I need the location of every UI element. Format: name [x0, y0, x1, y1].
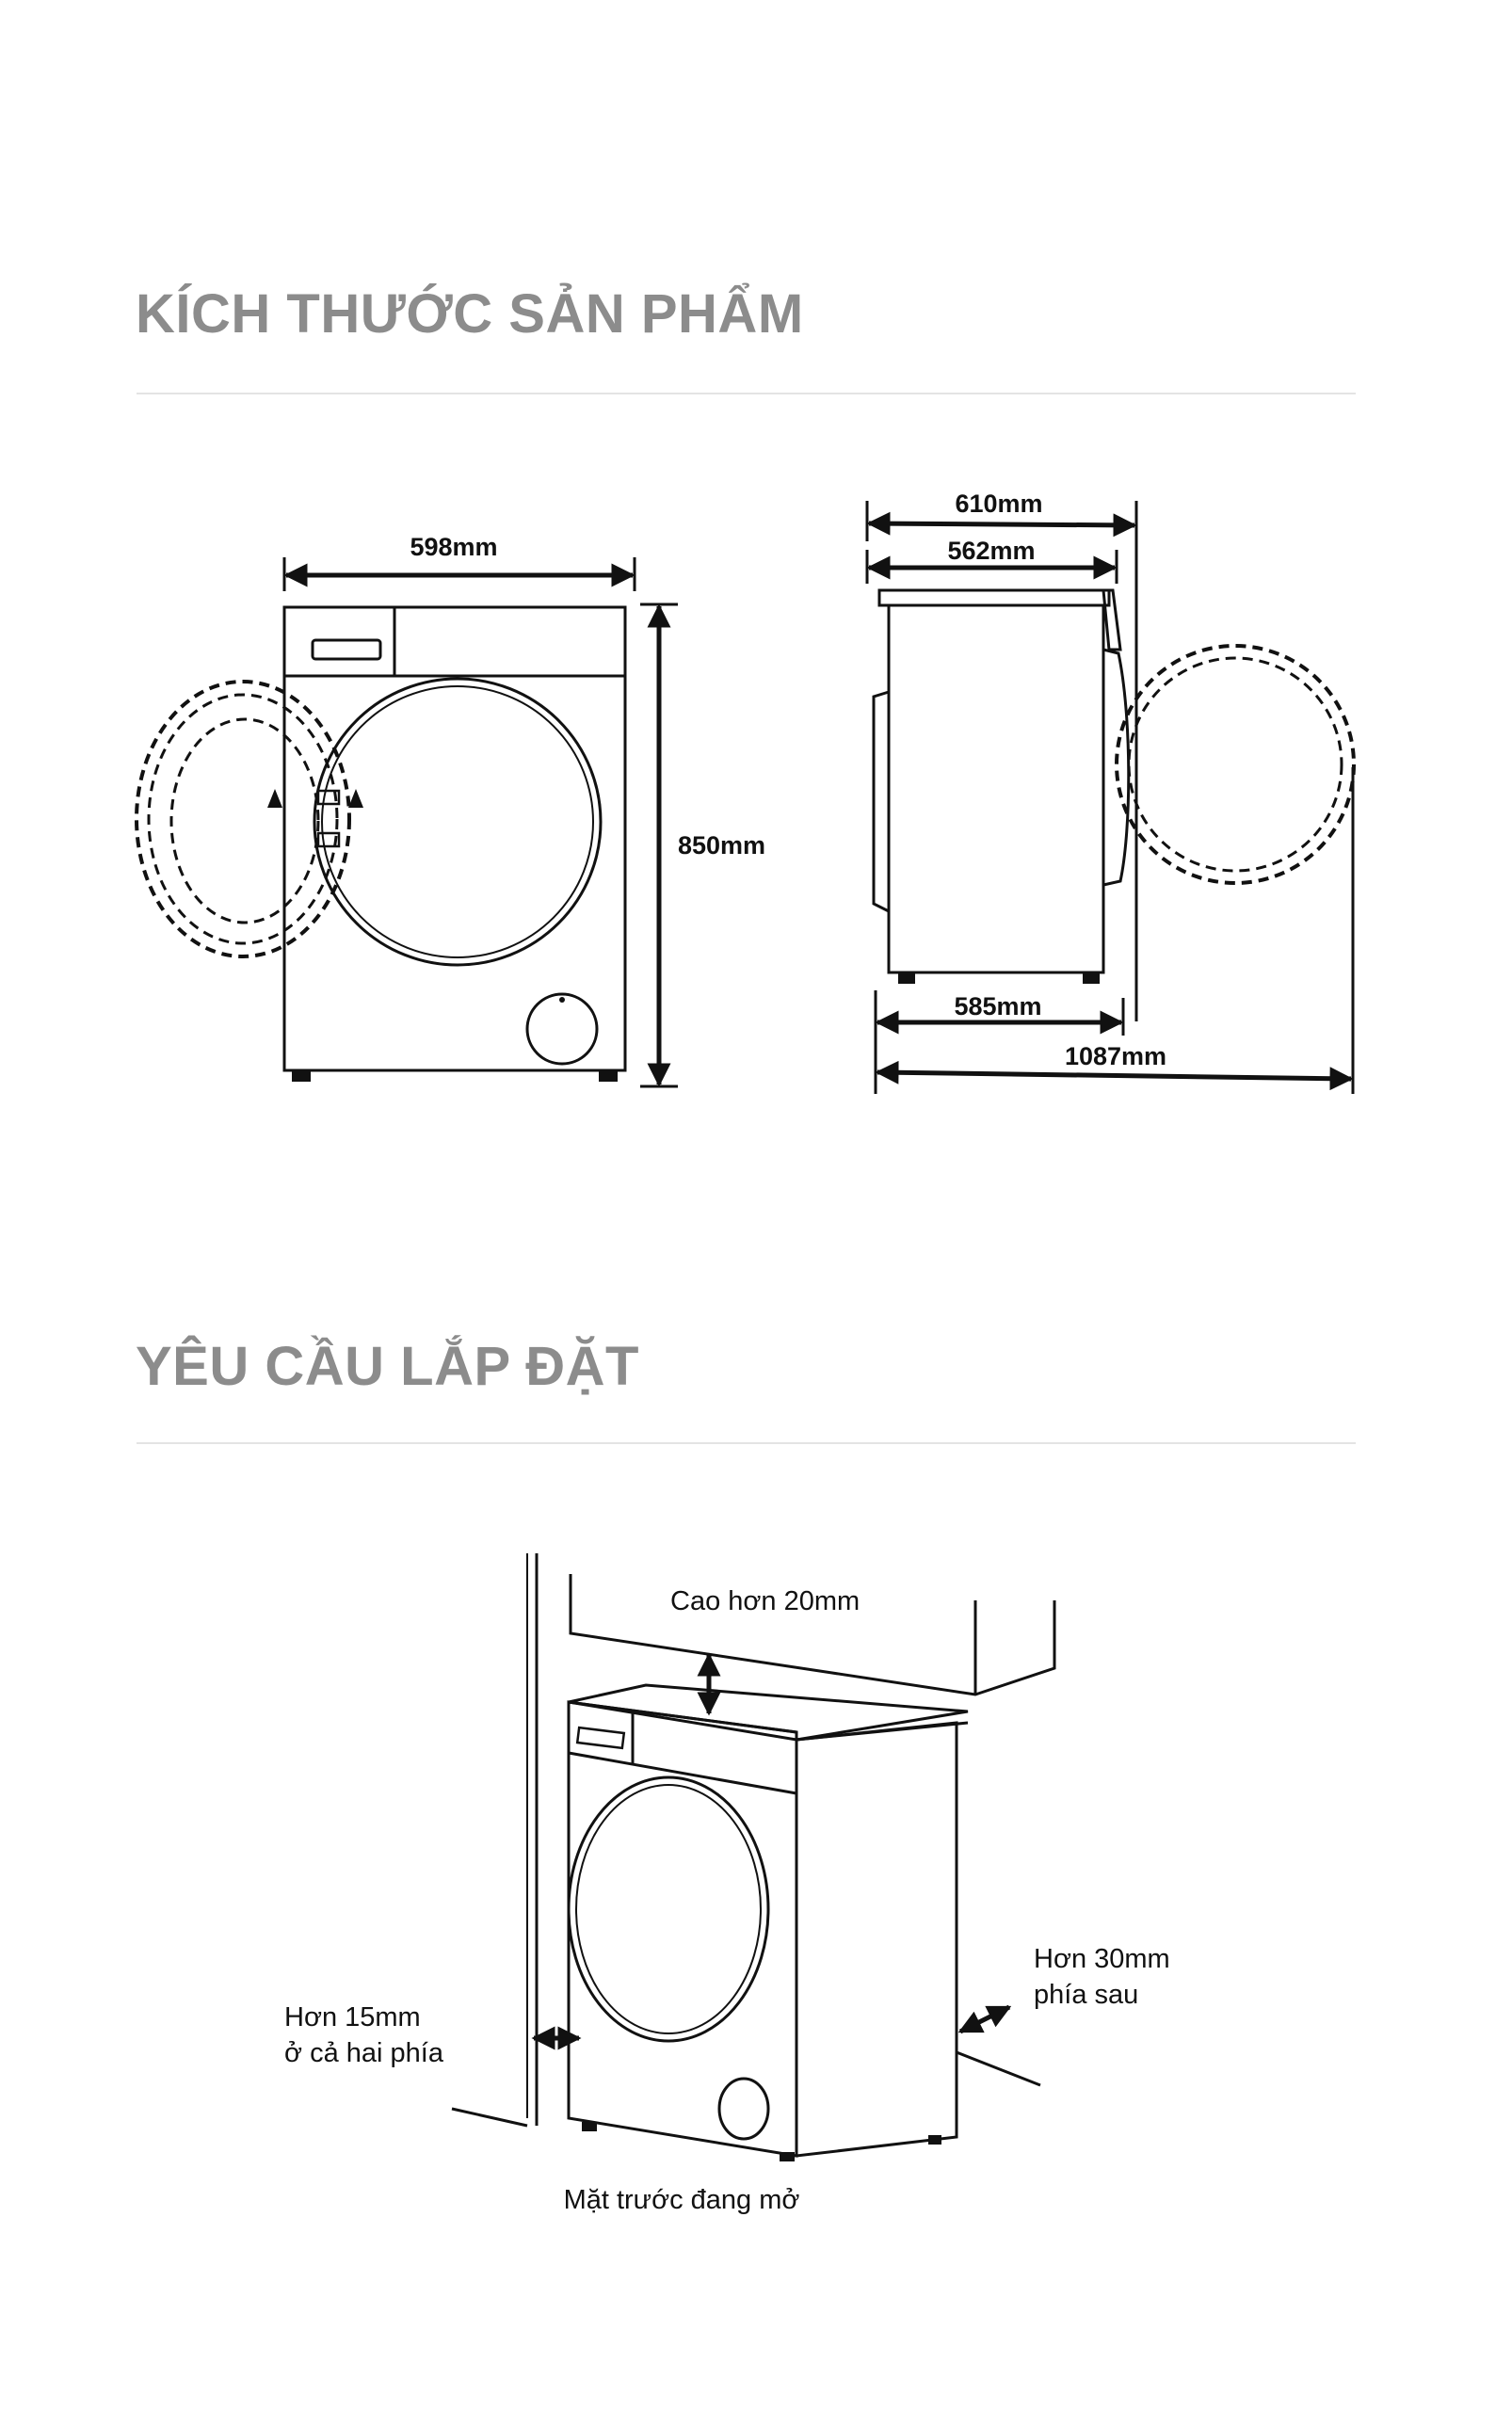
rear-gap-arrow	[957, 2004, 1012, 2034]
side-door-open-depth-label: 1087mm	[1065, 1042, 1166, 1070]
rear-gap-label-line2: phía sau	[1034, 1980, 1138, 2010]
dimensions-title: KÍCH THƯỚC SẢN PHẨM	[136, 283, 804, 345]
installation-title: YÊU CẦU LẮP ĐẶT	[136, 1336, 639, 1397]
side-gap-label-line1: Hơn 15mm	[284, 2002, 421, 2032]
side-view-washer	[872, 588, 1131, 984]
side-top-width-arrow	[866, 511, 1137, 538]
side-door-swing	[1115, 644, 1356, 885]
front-height-label: 850mm	[678, 831, 765, 860]
side-top-width-label: 610mm	[955, 490, 1042, 518]
front-open-label: Mặt trước đang mở	[564, 2185, 800, 2215]
side-body-width-label: 562mm	[947, 537, 1035, 565]
installation-washer	[567, 1683, 969, 2161]
side-door-open-depth-arrow	[875, 1060, 1354, 1091]
installation-divider	[137, 1442, 1356, 1444]
rear-gap-label-line1: Hơn 30mm	[1034, 1944, 1170, 1974]
front-view-washer	[282, 605, 627, 1082]
front-door-swing	[135, 680, 363, 958]
side-base-depth-label: 585mm	[954, 992, 1041, 1020]
top-gap-label: Cao hơn 20mm	[670, 1586, 860, 1616]
front-width-label: 598mm	[410, 533, 497, 561]
dimensions-divider	[137, 393, 1356, 394]
side-gap-label-line2: ở cả hai phía	[284, 2038, 444, 2068]
